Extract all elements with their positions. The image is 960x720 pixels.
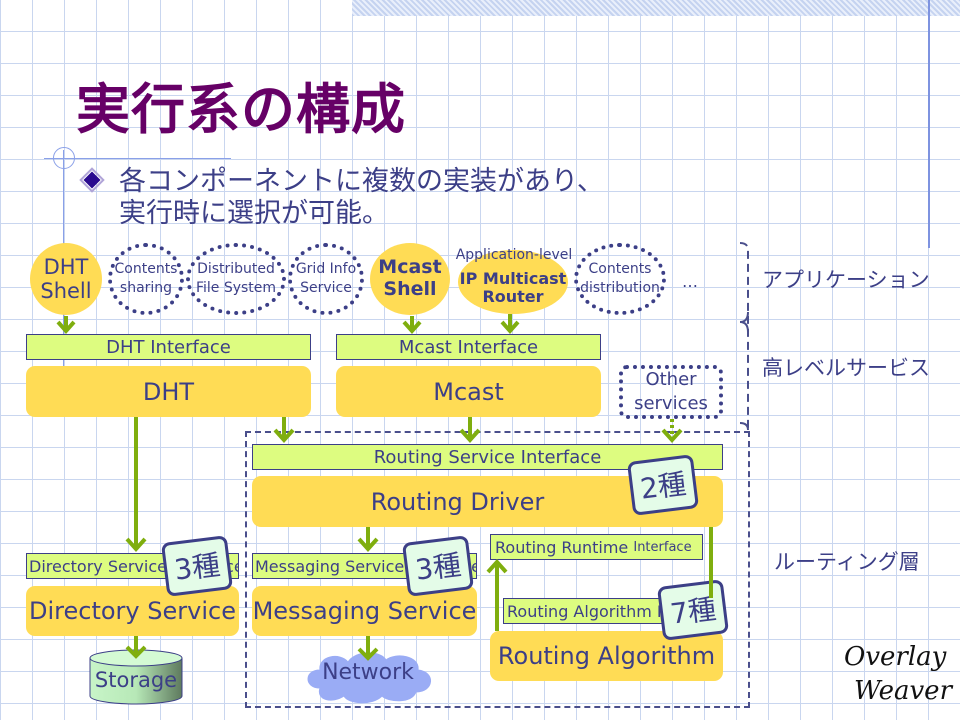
more-applications-ellipsis: … <box>682 272 698 291</box>
directory-service-block: Directory Service <box>26 586 239 636</box>
arrow-messaging-to-network <box>357 636 379 661</box>
arrow-dht-shell <box>56 316 76 335</box>
arrow-algorithm-to-runtime <box>486 559 508 631</box>
other-services-line1: Other <box>645 369 697 390</box>
dht-shell-line1: DHT <box>43 254 89 279</box>
ip-multicast-line1: IP Multicast <box>459 268 567 288</box>
arrow-other-to-routing <box>661 419 683 443</box>
mcast-shell-line2: Shell <box>383 278 437 300</box>
mcast-shell-line1: Mcast <box>378 256 442 279</box>
layer-label-routing-layer: ルーティング層 <box>774 550 920 574</box>
other-services-node: Other services <box>619 365 723 419</box>
dht-block: DHT <box>26 366 311 417</box>
routing-runtime-interface-bold: Routing Runtime <box>495 537 629 557</box>
contents-distribution-line1: Contents <box>588 261 652 277</box>
logo-line-2: Weaver <box>854 676 952 706</box>
contents-sharing-line2: sharing <box>119 280 173 296</box>
arrow-dht-to-directory <box>125 417 147 552</box>
overlay-weaver-logo: Overlay Weaver <box>840 640 952 708</box>
arrow-dht-to-routing <box>273 417 295 443</box>
arrow-mcast-to-routing <box>459 417 481 443</box>
routing-algorithm-interface: Routing Algorithm Interface <box>503 598 673 624</box>
contents-distribution-node: Contents distribution <box>574 243 666 315</box>
grid-info-line2: Service <box>300 280 352 296</box>
contents-sharing-node: Contents sharing <box>108 243 184 315</box>
messaging-service-block: Messaging Service <box>252 586 477 636</box>
bullet-line-1: 各コンポーネントに複数の実装があり、 <box>119 166 604 197</box>
layer-label-high-level-services: 高レベルサービス <box>762 356 930 380</box>
slide-title: 実行系の構成 <box>76 78 406 141</box>
arrow-ip-multicast <box>500 314 520 335</box>
dht-shell-line2: Shell <box>40 279 92 303</box>
decorative-vertical-line <box>928 0 930 248</box>
ip-multicast-line2: Router <box>482 287 544 306</box>
network-cloud-icon <box>307 652 431 704</box>
decorative-circle <box>53 147 75 169</box>
distributed-fs-line1: Distributed <box>197 261 275 277</box>
contents-distribution-line2: distribution <box>580 280 660 296</box>
other-services-line2: services <box>634 393 708 414</box>
contents-sharing-line1: Contents <box>114 261 178 277</box>
arrow-mcast-shell <box>402 316 422 335</box>
storage-label: Storage <box>94 668 178 692</box>
layer-label-application: アプリケーション <box>762 268 930 292</box>
arrow-driver-to-messaging <box>357 527 379 552</box>
title-underline <box>44 158 231 159</box>
header-pattern-band <box>352 0 960 16</box>
arrow-directory-to-storage <box>125 636 147 659</box>
mcast-block: Mcast <box>336 366 601 417</box>
bullet-text: 各コンポーネントに複数の実装があり、 実行時に選択が可能。 <box>119 166 604 230</box>
dht-interface: DHT Interface <box>26 334 311 360</box>
logo-line-1: Overlay <box>844 642 947 672</box>
routing-runtime-interface-rest: Interface <box>633 539 692 555</box>
layer-brackets <box>739 242 749 430</box>
routing-runtime-interface: Routing Runtime Interface <box>490 534 703 560</box>
ip-multicast-caption: Application-level <box>455 247 573 263</box>
mcast-interface: Mcast Interface <box>336 334 601 360</box>
distributed-fs-line2: File System <box>195 280 277 296</box>
routing-layer-boundary <box>245 431 750 708</box>
network-label: Network <box>322 660 414 685</box>
bullet-line-2: 実行時に選択が可能。 <box>119 198 389 229</box>
grid-info-line1: Grid Info <box>295 261 357 277</box>
routing-algorithm-block: Routing Algorithm <box>490 631 723 681</box>
